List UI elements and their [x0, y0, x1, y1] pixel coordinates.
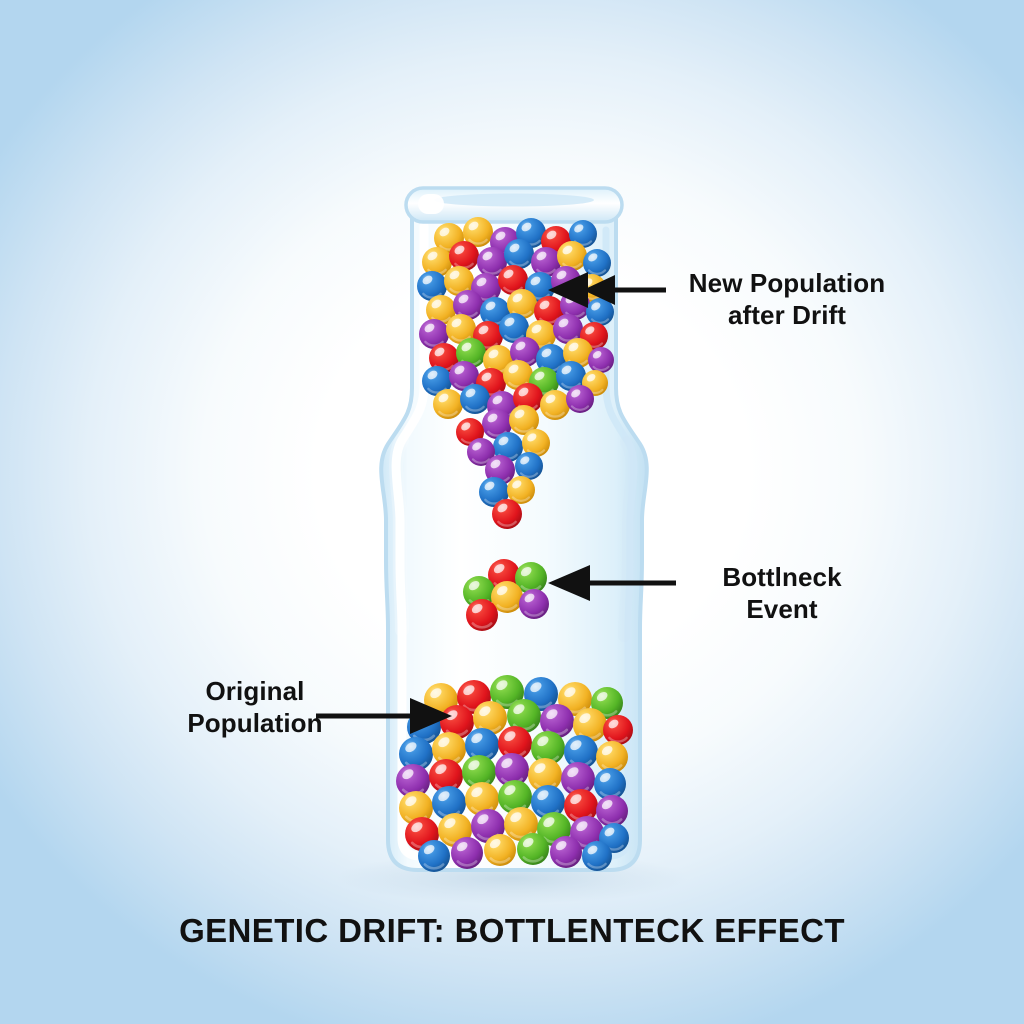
bead-blue — [531, 785, 565, 819]
neck-stream-beads — [456, 405, 550, 529]
bead-yellow — [540, 390, 570, 420]
bead-blue — [515, 452, 543, 480]
bead-yellow — [491, 581, 523, 613]
bead-blue — [556, 361, 586, 391]
bead-purple — [566, 385, 594, 413]
bead-red — [492, 499, 522, 529]
bead-blue — [583, 249, 611, 277]
bead-purple — [588, 347, 614, 373]
bead-yellow — [484, 834, 516, 866]
bead-yellow — [507, 476, 535, 504]
bead-yellow — [507, 289, 537, 319]
bead-blue — [432, 786, 466, 820]
bead-purple — [467, 438, 495, 466]
bead-purple — [451, 837, 483, 869]
bead-red — [498, 726, 532, 760]
bead-green — [531, 731, 565, 765]
glass-front-sheen — [389, 433, 638, 642]
bead-purple — [519, 589, 549, 619]
bead-yellow — [522, 429, 550, 457]
bead-yellow — [509, 405, 539, 435]
bottom-chamber-beads — [396, 675, 633, 872]
bead-purple — [550, 836, 582, 868]
bead-yellow — [465, 782, 499, 816]
bead-blue — [499, 313, 529, 343]
bead-yellow — [432, 732, 466, 766]
bead-purple — [482, 409, 512, 439]
bead-blue — [417, 271, 447, 301]
bead-purple — [561, 762, 595, 796]
bead-green — [515, 562, 547, 594]
bead-yellow — [446, 314, 476, 344]
bead-red — [603, 715, 633, 745]
bead-blue — [422, 366, 452, 396]
bead-green — [490, 675, 524, 709]
bottle-rim — [404, 186, 624, 224]
bead-yellow — [557, 241, 587, 271]
arrow-original-population — [316, 698, 452, 734]
bead-blue — [582, 841, 612, 871]
bead-purple — [477, 247, 507, 277]
bead-green — [517, 833, 549, 865]
bead-purple — [495, 753, 529, 787]
bead-purple — [419, 319, 449, 349]
bead-blue — [399, 737, 433, 771]
bead-red — [449, 241, 479, 271]
bead-red — [498, 265, 528, 295]
bead-purple — [596, 795, 628, 827]
bead-blue — [504, 239, 534, 269]
bead-blue — [564, 735, 598, 769]
bead-blue — [586, 298, 614, 326]
bead-yellow — [463, 217, 493, 247]
bead-yellow — [426, 295, 456, 325]
arrow-new-population — [548, 272, 666, 308]
diagram-title: GENETIC DRIFT: BOTTLENTECK EFFECT — [179, 912, 845, 949]
bead-purple — [453, 290, 483, 320]
bead-purple — [553, 314, 583, 344]
bead-yellow — [433, 389, 463, 419]
bead-red — [466, 599, 498, 631]
bottleneck-cluster-beads — [463, 559, 549, 631]
bead-blue — [479, 477, 509, 507]
bead-blue — [418, 840, 450, 872]
label-original-population: Original Population — [187, 676, 323, 738]
bead-blue — [460, 384, 490, 414]
arrow-bottleneck-event — [548, 565, 676, 601]
bead-yellow — [444, 266, 474, 296]
label-new-population-after-drift: New Population after Drift — [688, 268, 886, 330]
label-bottleneck-event: Bottlneck Event — [722, 562, 842, 624]
